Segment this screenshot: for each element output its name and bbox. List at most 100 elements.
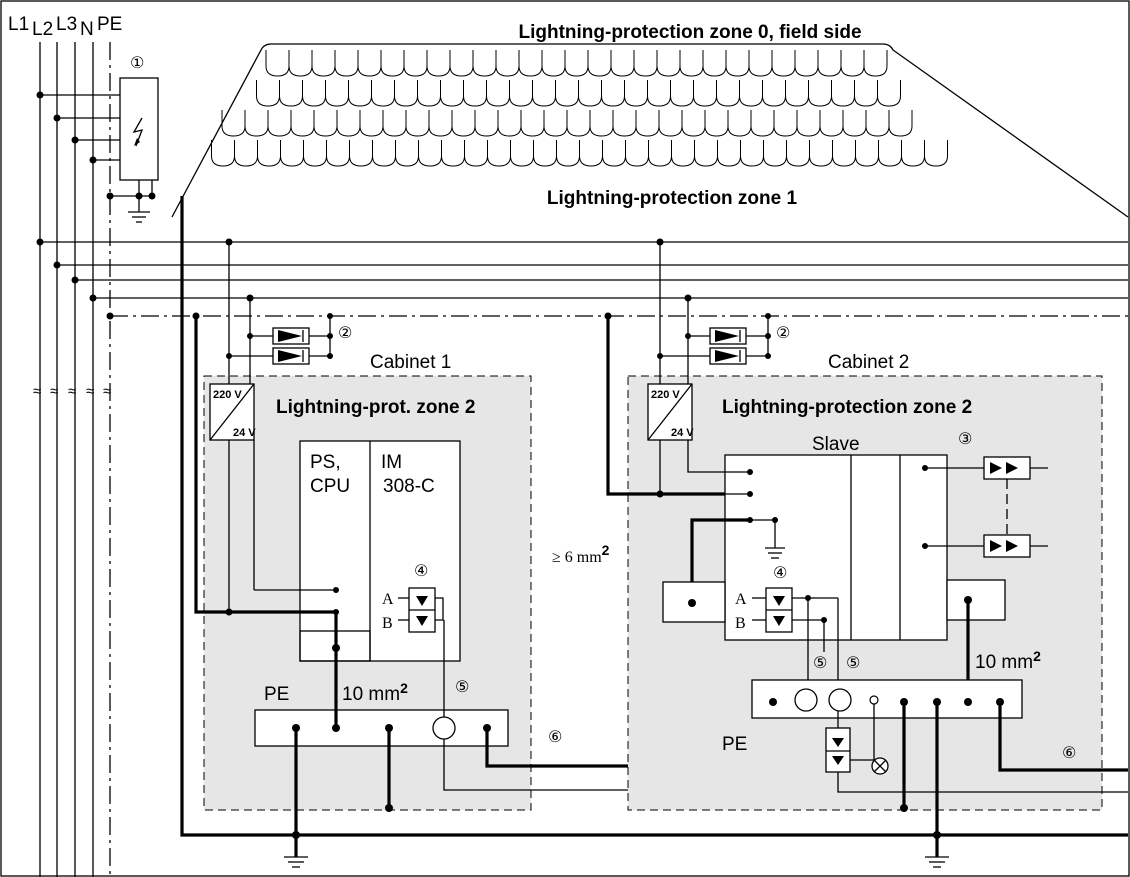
roof-tile [578,80,602,107]
roof-tile [725,50,750,77]
zone-1-label: Lightning-protection zone 1 [547,188,798,209]
roof-tile [487,140,511,167]
roof-tile [495,50,520,77]
roof-tile [648,140,672,167]
surge-arrester-main: ① [36,55,159,223]
roof-tile [280,140,304,167]
marker-6-cabinet-1: ⑥ [548,729,562,746]
cabinet-2-zone-label: Lightning-protection zone 2 [722,397,972,418]
roof-tile [326,140,350,167]
ps-cpu-label-2: CPU [310,476,350,497]
marker-2-cabinet-1: ② [338,325,352,342]
roof-tile [405,110,430,137]
cabinet-1: Cabinet 1 Lightning-prot. zone 2 ② 220 V… [192,238,811,868]
marker-5a-cabinet-2: ⑤ [813,655,827,672]
cpu-im-rack [299,440,461,662]
roof-tile [796,110,821,137]
roof-tile [403,50,428,77]
roof-tile [694,140,718,167]
roof-tile [716,80,740,107]
roof-tile [564,50,589,77]
roof-tile [234,140,258,167]
slave-label: Slave [812,434,860,455]
roof-tile [520,110,545,137]
phase-label-pe: PE [97,14,122,35]
im-label-2: 308-C [383,476,435,497]
roof-tile [311,50,336,77]
shield-clamp-1 [432,716,456,740]
roof-tile [474,110,499,137]
roof-tile [451,110,476,137]
roof-tile [681,110,706,137]
roof-tile [610,50,635,77]
roof-tile [693,80,717,107]
roof-tile [587,50,612,77]
roof-tile [702,50,727,77]
cable-6mm-label: ≥ 6 mm2 [552,542,610,566]
roof-tile [267,110,292,137]
roof-tile [441,140,465,167]
roof-tile [842,110,867,137]
roof-tile [256,80,280,107]
break-symbol-pe: ≈ [103,383,111,400]
roof-tile [257,140,281,167]
roof-tile [486,80,510,107]
pe-label-cabinet-2: PE [722,734,747,755]
roof-tile [509,80,533,107]
cabinet-2: Cabinet 2 Lightning-protection zone 2 ② … [552,238,1128,868]
roof-tile [302,80,326,107]
roof-tile [624,80,648,107]
roof-tile [349,140,373,167]
break-symbol-l1: ≈ [33,383,41,400]
zone-1-bus [36,238,1128,320]
phase-label-l1: L1 [8,14,29,35]
arrester-2-cabinet-1: ② [229,313,352,365]
roof-tile [221,110,246,137]
ps2-input-label: 220 V [651,389,680,401]
roof-tile [279,80,303,107]
roof-tile [334,50,359,77]
roof-tile [313,110,338,137]
terminal-2-a: A [735,591,747,608]
roof-tile [288,50,313,77]
roof-tile [464,140,488,167]
roof-tiles [171,43,1129,218]
roof-tile [395,140,419,167]
roof-tile [831,80,855,107]
output-arresters [922,456,1048,558]
cable-10mm-cabinet-1: 10 mm2 [342,680,408,705]
lightning-bolt-icon [132,117,144,147]
terminal-2-b: B [735,615,746,632]
roof-tile [671,140,695,167]
arrester-1-box [119,77,159,181]
arrester-2-cabinet-2: ② [660,313,790,365]
roof-tile [739,80,763,107]
roof-tile [809,140,833,167]
ps1-input-label: 220 V [213,389,242,401]
roof-tile [762,80,786,107]
roof-tile [418,140,442,167]
roof-tile [763,140,787,167]
roof-tile [472,50,497,77]
slave-io-box [946,579,1006,621]
roof-tile [785,80,809,107]
roof-tile [566,110,591,137]
break-symbols: ≈ ≈ ≈ ≈ ≈ [33,383,111,400]
roof-tile [656,50,681,77]
building-wall [180,196,1128,837]
roof-tile [840,50,865,77]
roof-tile [727,110,752,137]
roof-tile [440,80,464,107]
roof-tile [771,50,796,77]
roof-tile [625,140,649,167]
terminal-1-a: A [382,591,394,608]
roof-tile [635,110,660,137]
zone-0-label: Lightning-protection zone 0, field side [518,22,861,43]
marker-6-cabinet-2: ⑥ [1062,745,1076,762]
roof-tile [924,140,948,167]
im-label-1: IM [381,452,402,473]
roof-tile [426,50,451,77]
roof-tile [633,50,658,77]
roof-tile [510,140,534,167]
